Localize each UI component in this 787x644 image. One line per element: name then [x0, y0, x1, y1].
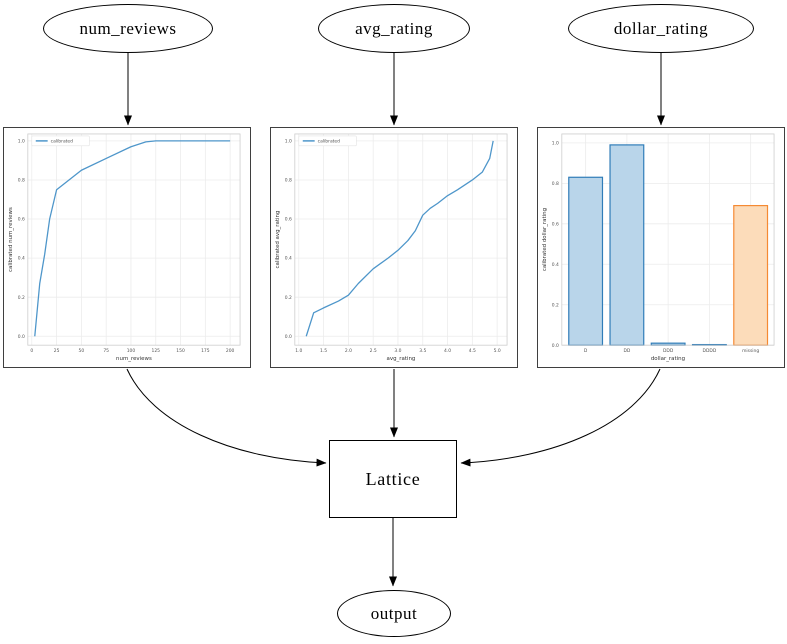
svg-text:50: 50: [79, 348, 85, 354]
svg-text:D: D: [584, 348, 588, 354]
svg-text:0: 0: [30, 348, 33, 354]
svg-text:0.8: 0.8: [18, 178, 25, 184]
svg-text:0.6: 0.6: [18, 217, 25, 223]
svg-text:0.8: 0.8: [552, 181, 559, 187]
svg-text:calibrated: calibrated: [51, 138, 74, 144]
svg-text:0.2: 0.2: [552, 302, 559, 308]
svg-text:missing: missing: [742, 348, 759, 354]
legend: calibrated: [298, 135, 357, 147]
svg-text:0.2: 0.2: [18, 295, 25, 301]
svg-text:0.8: 0.8: [285, 178, 292, 184]
svg-text:0.4: 0.4: [285, 256, 292, 262]
bar-D: [568, 176, 604, 346]
calibration-curve: [34, 140, 231, 337]
svg-text:0.0: 0.0: [18, 334, 25, 340]
calibration-plot-num-reviews: 0 25 50 75 100 125 150 175 200 0.0 0.2 0.4 0.6 0.8 1.0…: [3, 127, 251, 368]
svg-text:3.0: 3.0: [394, 348, 401, 354]
svg-text:0.6: 0.6: [552, 221, 559, 227]
svg-text:200: 200: [226, 348, 235, 354]
x-axis-label: num_reviews: [116, 356, 152, 362]
node-avg-rating-label: avg_rating: [355, 18, 433, 38]
svg-text:75: 75: [103, 348, 109, 354]
svg-text:0.4: 0.4: [552, 262, 559, 268]
y-axis-label: calibrated num_reviews: [8, 207, 14, 272]
svg-text:4.5: 4.5: [469, 348, 476, 354]
y-axis-label: calibrated dollar_rating: [542, 208, 548, 271]
svg-text:100: 100: [127, 348, 136, 354]
node-output-label: output: [370, 603, 418, 623]
svg-text:1.5: 1.5: [320, 348, 327, 354]
node-lattice-label: Lattice: [365, 468, 421, 489]
legend: calibrated: [31, 135, 90, 147]
svg-text:DDDD: DDDD: [703, 348, 717, 354]
node-output: output: [337, 590, 451, 637]
edge-calibrator3-to-lattice: [460, 368, 661, 467]
svg-text:0.6: 0.6: [285, 217, 292, 223]
x-axis-label: dollar_rating: [651, 356, 685, 362]
node-num-reviews-label: num_reviews: [79, 18, 177, 38]
svg-text:0.0: 0.0: [552, 343, 559, 349]
svg-text:2.0: 2.0: [345, 348, 352, 354]
node-dollar-rating-label: dollar_rating: [613, 18, 709, 38]
svg-text:1.0: 1.0: [295, 348, 302, 354]
svg-text:5.0: 5.0: [494, 348, 501, 354]
y-axis-label: calibrated avg_rating: [275, 211, 281, 269]
svg-text:DDD: DDD: [663, 348, 674, 354]
node-dollar-rating: dollar_rating: [568, 4, 754, 53]
edge-calibrator1-to-lattice: [126, 368, 327, 467]
svg-text:150: 150: [176, 348, 185, 354]
node-avg-rating: avg_rating: [318, 4, 470, 53]
svg-text:2.5: 2.5: [370, 348, 377, 354]
x-axis-label: avg_rating: [387, 356, 416, 362]
calibration-plot-avg-rating-svg: 1.0 1.5 2.0 2.5 3.0 3.5 4.0 4.5 5.0 0.0 0.2 0.4 0.6 0…: [271, 128, 517, 367]
svg-text:1.0: 1.0: [552, 140, 559, 146]
svg-text:0.4: 0.4: [18, 256, 25, 262]
bar-missing: [733, 204, 769, 346]
svg-text:4.0: 4.0: [444, 348, 451, 354]
svg-text:125: 125: [152, 348, 161, 354]
svg-text:calibrated: calibrated: [318, 138, 341, 144]
svg-text:3.5: 3.5: [419, 348, 426, 354]
svg-text:1.0: 1.0: [18, 138, 25, 144]
svg-text:0.0: 0.0: [285, 334, 292, 340]
bar-DD: [609, 144, 645, 346]
svg-text:1.0: 1.0: [285, 138, 292, 144]
svg-text:25: 25: [54, 348, 60, 354]
node-num-reviews: num_reviews: [43, 4, 213, 53]
svg-text:0.2: 0.2: [285, 295, 292, 301]
node-lattice: Lattice: [329, 440, 457, 518]
calibration-plot-avg-rating: 1.0 1.5 2.0 2.5 3.0 3.5 4.0 4.5 5.0 0.0 0.2 0.4 0.6 0…: [270, 127, 518, 368]
svg-text:175: 175: [201, 348, 210, 354]
calibration-curve: [305, 140, 494, 337]
calibration-plot-num-reviews-svg: 0 25 50 75 100 125 150 175 200 0.0 0.2 0.4 0.6 0.8 1.0…: [4, 128, 250, 367]
svg-text:DD: DD: [623, 348, 630, 354]
